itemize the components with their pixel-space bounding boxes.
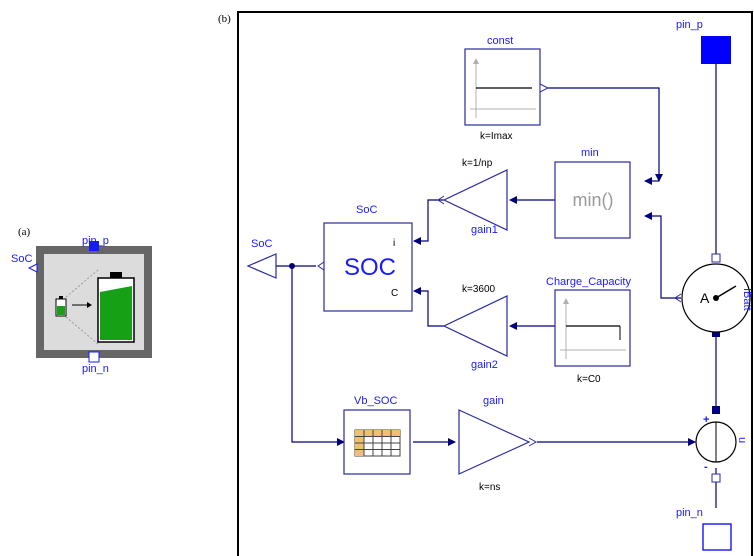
pin-n-label: pin_n	[676, 507, 703, 519]
pin-p-label: pin_p	[82, 235, 109, 247]
gain1-block[interactable]: k=1/np gain1	[437, 158, 508, 236]
gain2-param: k=3600	[462, 284, 496, 295]
ammeter-block[interactable]: A IBatt	[674, 253, 753, 337]
pin-n-label: pin_n	[82, 363, 109, 375]
soc-block[interactable]: SoC SOC i C	[317, 204, 413, 312]
min-name: min	[581, 147, 599, 159]
voltage-source-block[interactable]: + - u	[695, 406, 748, 483]
panel-b-tag: (b)	[218, 13, 231, 25]
gain1-name: gain1	[471, 224, 498, 236]
soc-port-i: i	[393, 238, 395, 249]
pin-n-connector[interactable]	[702, 523, 732, 551]
voltage-plus: +	[703, 414, 709, 426]
soc-port-c: C	[391, 288, 398, 299]
const-param: k=Imax	[480, 131, 513, 142]
soc-output-label: SoC	[251, 238, 272, 250]
soc-output-port[interactable]	[246, 253, 277, 279]
voltage-source-name: u	[736, 437, 748, 443]
min-text: min()	[573, 190, 614, 210]
charge-capacity-block[interactable]: Charge_Capacity k=C0	[546, 276, 631, 385]
vb-soc-name: Vb_SOC	[354, 395, 397, 407]
gain2-name: gain2	[471, 359, 498, 371]
pin-n-block[interactable]: pin_n	[676, 507, 732, 551]
pin-p-block[interactable]: pin_p	[676, 19, 731, 64]
ammeter-symbol: A	[700, 290, 710, 306]
voltage-minus: -	[704, 461, 708, 473]
gain2-block[interactable]: k=3600 gain2	[442, 284, 508, 371]
pin-p-connector[interactable]	[701, 36, 731, 64]
gain-block[interactable]: gain k=ns	[458, 395, 538, 493]
gain-param: k=ns	[479, 482, 500, 493]
const-block[interactable]: const k=Imax	[464, 35, 550, 142]
min-block[interactable]: min min()	[554, 147, 631, 239]
panel-a-battery-icon: (a) pin_p pin_n SoC	[11, 226, 152, 375]
pin-p-connector[interactable]	[89, 241, 99, 251]
soc-block-name: SoC	[356, 204, 377, 216]
junction-dot	[289, 263, 295, 269]
gain1-param: k=1/np	[462, 158, 493, 169]
const-output-port	[539, 83, 550, 93]
pin-p-label: pin_p	[676, 19, 703, 31]
ammeter-name: IBatt	[741, 288, 753, 311]
const-name: const	[487, 35, 513, 47]
soc-output-block[interactable]: SoC	[246, 238, 277, 279]
charge-capacity-name: Charge_Capacity	[546, 276, 631, 288]
vb-soc-block[interactable]: Vb_SOC	[343, 395, 411, 475]
panel-b-frame	[237, 11, 753, 556]
table-icon	[354, 429, 401, 457]
soc-output-port[interactable]	[27, 263, 38, 273]
charge-capacity-param: k=C0	[577, 374, 601, 385]
gain-name: gain	[483, 395, 504, 407]
panel-a-tag: (a)	[18, 226, 31, 238]
soc-label: SoC	[11, 253, 32, 265]
pin-n-connector[interactable]	[88, 351, 100, 363]
wires	[276, 62, 717, 508]
soc-block-text: SOC	[344, 254, 396, 281]
